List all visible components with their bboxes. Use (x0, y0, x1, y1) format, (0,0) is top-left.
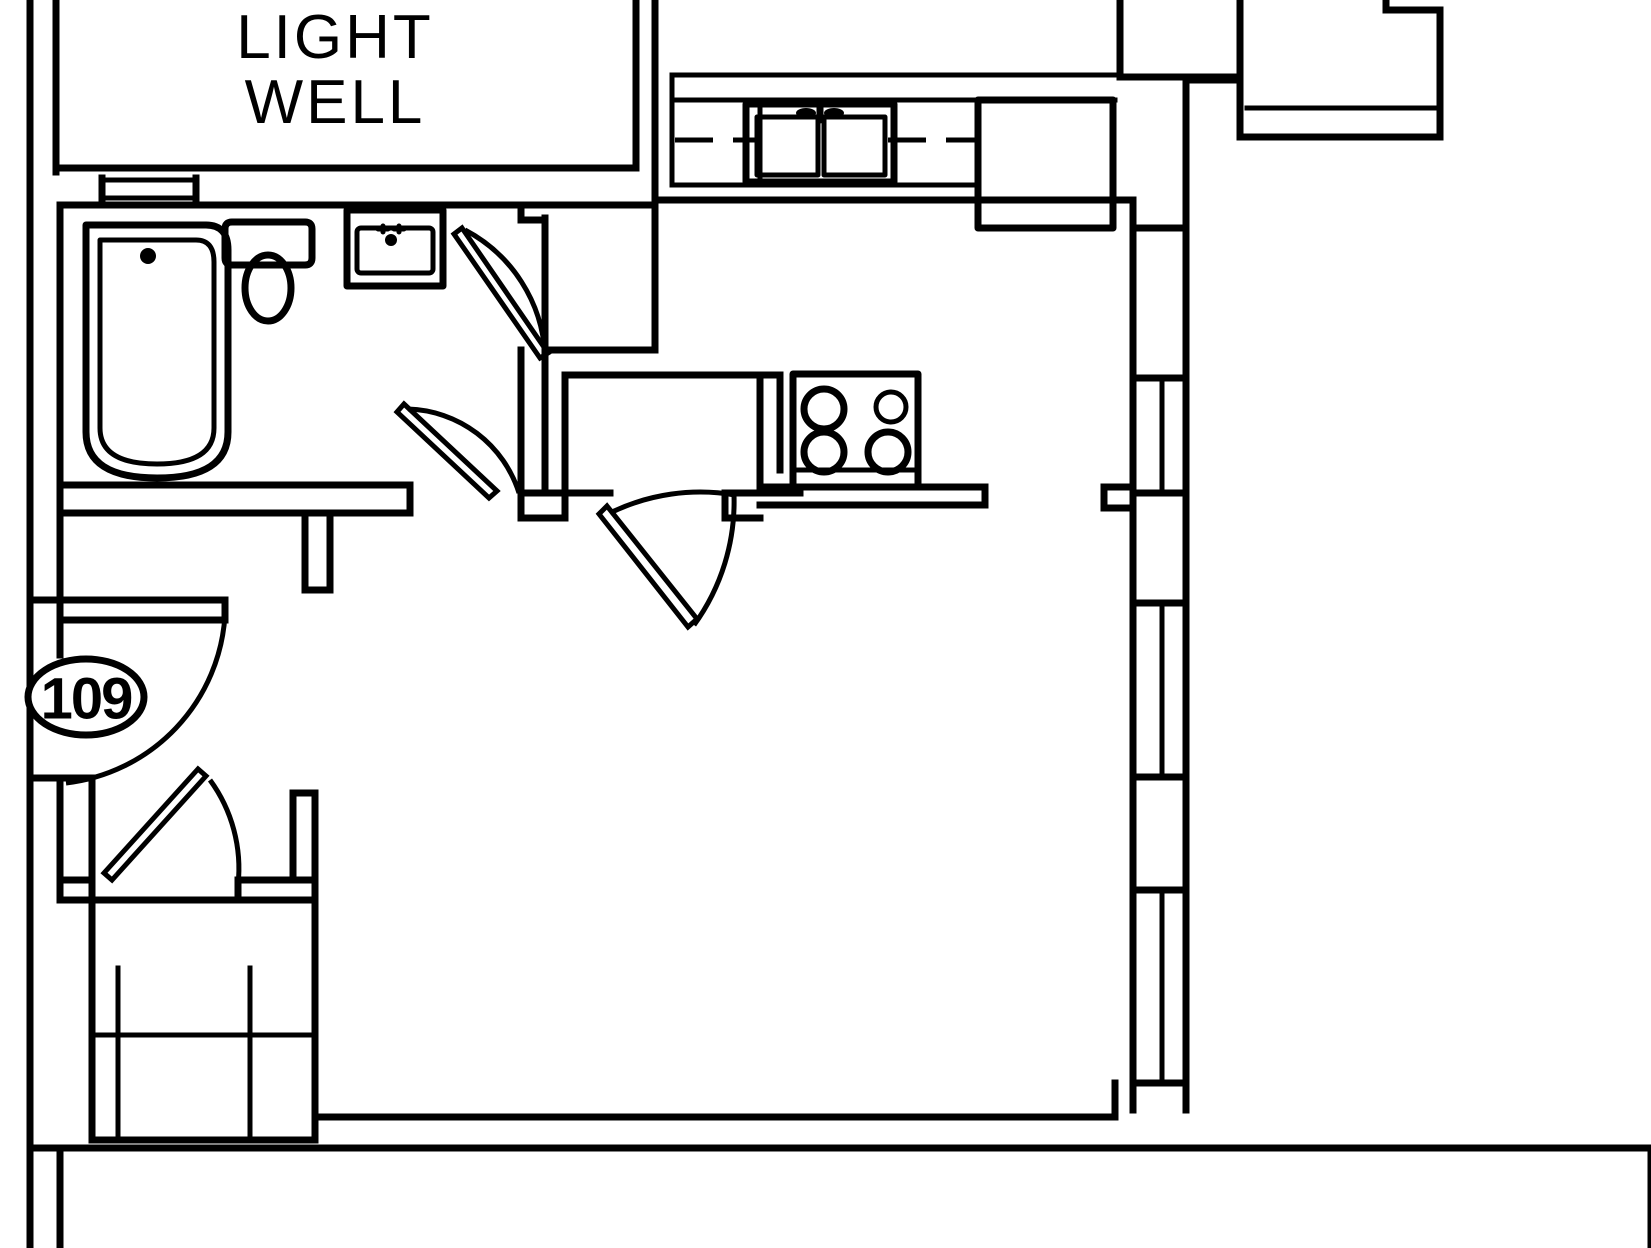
room-pantry-closet (517, 346, 804, 522)
toilet-bowl (241, 251, 295, 325)
exterior-wall-east (1100, 224, 1190, 1114)
bedroom-closet-door (100, 765, 242, 886)
door-head-bathroom (517, 201, 549, 224)
light-well-label-line2: WELL (245, 68, 426, 137)
closet-door-right-arc (608, 489, 736, 516)
sink-faucet-handle-left (796, 108, 816, 118)
room-bathroom (26, 0, 659, 659)
burner-front-right (873, 389, 909, 425)
sink-basin-left (754, 114, 821, 178)
room-tag-ellipse (24, 655, 148, 739)
bathroom-door (450, 224, 552, 362)
entry-door (65, 614, 228, 786)
sink-faucet-handle-right (824, 108, 844, 118)
refrigerator-body (974, 96, 1117, 232)
pantry-jamb-left (517, 489, 569, 522)
lavatory-drain (385, 234, 397, 246)
sink-basin-right (821, 114, 888, 178)
burner-rear-left (800, 428, 848, 476)
refrigerator (974, 96, 1117, 232)
lavatory-basin (354, 225, 436, 276)
bathtub-drain (140, 248, 156, 264)
south-walls (26, 1079, 1651, 1248)
entry-door-arc (65, 614, 228, 786)
range (756, 370, 922, 491)
toilet-tank (221, 218, 316, 269)
faucet-handle-right (391, 223, 407, 235)
bathroom-door-arc (463, 227, 548, 356)
kitchen-sink (742, 100, 898, 186)
light-well-label-line1: LIGHT (236, 3, 434, 72)
room-tag-label: 109 (41, 667, 133, 732)
counter-bar-return (721, 489, 764, 522)
faucet-handle-left (375, 223, 391, 235)
closet-door-left-leaf (393, 400, 501, 502)
bathtub (82, 221, 232, 482)
bathroom-door-leaf (450, 224, 552, 362)
closet-door-arc (207, 778, 242, 886)
room-living (26, 596, 229, 1248)
text-labels: LIGHT WELL (236, 3, 434, 137)
room-tag-109: 109 (24, 655, 148, 739)
room-closet (56, 789, 319, 1144)
room-light-well (52, 0, 640, 176)
burner-rear-right (864, 428, 912, 476)
closet-door-right-leaf (595, 502, 701, 631)
toilet (221, 218, 316, 325)
kitchen-counter-bar (721, 483, 989, 522)
closet-door-leaf (100, 765, 210, 884)
exterior-wall-northeast (1116, 0, 1444, 232)
closet-door-left-arc (407, 406, 522, 494)
burner-front-left (800, 385, 848, 433)
bathroom-sink (343, 206, 447, 290)
east-wall-pilaster (1100, 483, 1137, 512)
bathtub-outer (82, 221, 232, 482)
closet-door-right-arc-2 (691, 494, 737, 627)
bathtub-inner (97, 237, 217, 467)
vanity-counter (343, 206, 447, 290)
